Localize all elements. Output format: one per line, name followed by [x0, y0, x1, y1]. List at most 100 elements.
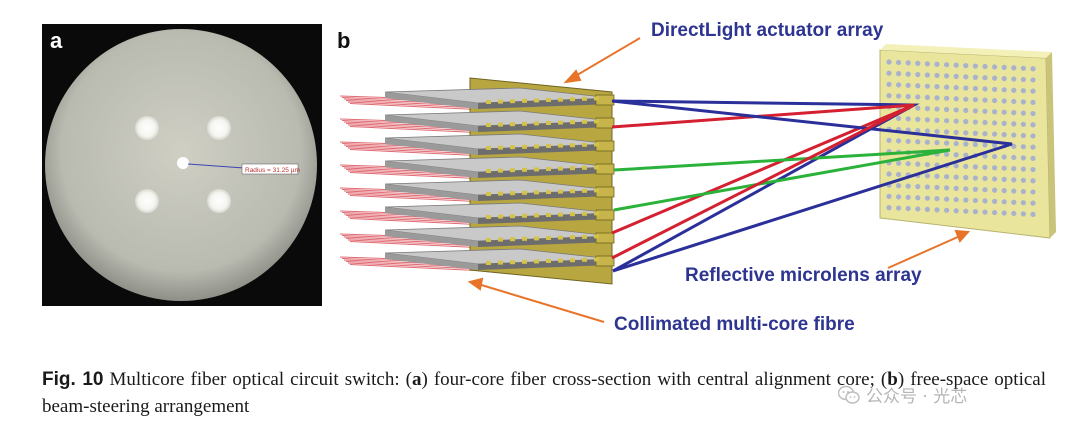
panel-a-label: a [50, 28, 63, 53]
microlens [963, 119, 969, 125]
microlens [982, 86, 988, 92]
fiber-core-top-right [207, 116, 231, 140]
microlens [1020, 155, 1026, 161]
actuator-plate-side [385, 92, 478, 109]
microlens [963, 152, 969, 158]
microlens [992, 64, 998, 70]
actuator-element [498, 99, 503, 104]
microlens [886, 171, 892, 177]
microlens [915, 94, 921, 100]
actuator-element [486, 192, 491, 196]
microlens [972, 85, 979, 92]
actuator-plate-front [478, 190, 612, 201]
actuator-element [582, 96, 587, 101]
microlens [896, 205, 902, 211]
microlens [982, 131, 988, 137]
microlens [934, 72, 940, 79]
actuator-element [522, 259, 527, 264]
actuator-element [498, 145, 503, 150]
watermark-text: 公众号 · 光芯 [866, 387, 968, 407]
microlens [944, 118, 950, 124]
microlens [886, 93, 892, 99]
actuator-element [486, 123, 491, 127]
microlens [972, 186, 979, 192]
actuator-element [546, 259, 551, 263]
actuator-element [570, 258, 575, 263]
microlens [934, 128, 940, 135]
microlens [944, 95, 950, 101]
microlens [886, 137, 892, 143]
microlens [1020, 65, 1026, 71]
microlens [1020, 88, 1026, 94]
actuator-element [570, 166, 575, 171]
radius-label-box [241, 163, 299, 175]
actuator-element [570, 189, 575, 194]
actuator-element [582, 165, 587, 170]
microlens [896, 93, 902, 99]
microlens [1011, 143, 1017, 149]
microlens [953, 129, 959, 135]
microlens [924, 117, 931, 123]
actuator-element [594, 211, 599, 216]
microlens [963, 130, 969, 136]
actuator-element [558, 235, 563, 240]
microlens [953, 174, 959, 180]
microlens [992, 198, 998, 204]
microlens [1011, 65, 1017, 71]
microlens [896, 171, 902, 178]
microlens [953, 62, 959, 68]
microlens [1030, 77, 1036, 83]
microlens [972, 63, 979, 69]
callout-actuator-array: DirectLight actuator array [651, 20, 884, 41]
fiber-cross-section-micrograph: Radius = 31.25 µm a [42, 24, 322, 306]
actuator-array-stack [384, 77, 615, 285]
microlens [953, 208, 959, 214]
microlens [992, 120, 998, 126]
actuator-element [546, 167, 551, 171]
microlens [1011, 154, 1017, 161]
microlens [944, 151, 950, 157]
actuator-element [534, 190, 539, 195]
microlens [1030, 122, 1036, 128]
microlens [972, 130, 979, 136]
microlens [1030, 155, 1036, 161]
arrow-actuator [571, 37, 641, 79]
microlens [905, 82, 911, 88]
caption-text-3: ) free-space optical beam-steering arran… [42, 369, 1047, 417]
microlens [905, 71, 911, 77]
actuator-element [546, 121, 551, 125]
microlens [934, 84, 940, 90]
actuator-plate-side [385, 161, 478, 178]
caption-text-1: Multicore fiber optical circuit switch: … [103, 369, 412, 390]
actuator-plate-front [478, 144, 612, 155]
microlens [1001, 132, 1007, 138]
microlens [1001, 188, 1007, 194]
microlens [886, 70, 892, 76]
microlens [982, 142, 988, 148]
microlens [1020, 211, 1026, 217]
microlens [992, 153, 998, 160]
microlens [915, 71, 921, 78]
actuator-element [570, 97, 575, 102]
actuator-element [498, 168, 503, 173]
microlens [1020, 110, 1026, 116]
microlens [886, 81, 892, 87]
microlens [982, 153, 988, 159]
actuator-element [558, 258, 563, 263]
microlens [1011, 188, 1017, 194]
microlens [992, 86, 998, 92]
actuator-element [510, 237, 515, 242]
microlens [924, 195, 931, 201]
callout-arrows [467, 37, 971, 323]
microlens [896, 194, 902, 200]
microlens [972, 97, 979, 103]
actuator-element [594, 119, 599, 124]
microlens [953, 84, 959, 91]
microlens [1020, 166, 1026, 172]
microlens [944, 73, 950, 79]
actuator-element [486, 100, 491, 104]
actuator-plate-front [478, 167, 612, 178]
microlens [1030, 99, 1036, 105]
microlens [972, 119, 979, 125]
